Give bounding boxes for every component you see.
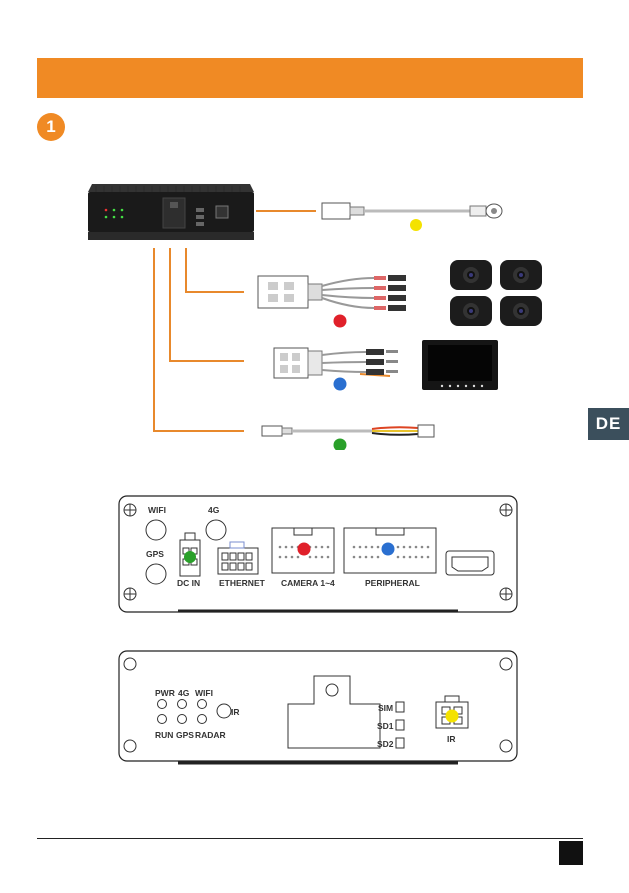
- sd1-label: SD1: [377, 721, 394, 731]
- header-banner: [37, 58, 583, 98]
- status-leds: [157, 699, 232, 724]
- ethernet-port: [217, 541, 259, 575]
- 4g-antenna-port: [205, 519, 227, 541]
- language-tab: DE: [588, 408, 629, 440]
- power-cable: [261, 424, 435, 450]
- red-marker-dot: [333, 314, 347, 328]
- back-panel-drawing: [118, 650, 518, 765]
- camera-units-photo: [450, 260, 542, 326]
- video-output-port: [445, 550, 495, 576]
- footer-rule: [37, 838, 583, 839]
- blue-marker-dot: [333, 377, 347, 391]
- ir-cable: [321, 202, 503, 231]
- ir-port-label: IR: [447, 734, 456, 744]
- green-marker-dot: [333, 438, 347, 450]
- gps-antenna-port: [145, 563, 167, 585]
- yellow-marker-dot: [410, 219, 422, 231]
- peripheral-connector: [343, 527, 437, 574]
- wifi-label: WIFI: [148, 505, 166, 515]
- ethernet-label: ETHERNET: [219, 578, 265, 588]
- 4g-led-label: 4G: [178, 688, 190, 698]
- peripheral-cable: [273, 347, 398, 391]
- dvr-device-photo: [88, 184, 254, 240]
- gps-label: GPS: [146, 549, 164, 559]
- sd2-label: SD2: [377, 739, 394, 749]
- wifi-led-label: WIFI: [195, 688, 213, 698]
- run-label: RUN: [155, 730, 174, 740]
- ir-led-label: IR: [231, 707, 240, 717]
- peripheral-label: PERIPHERAL: [365, 578, 420, 588]
- wifi-antenna-port: [145, 519, 167, 541]
- camera-connector: [271, 527, 335, 574]
- camera-cable: [257, 275, 406, 328]
- sim-label: SIM: [378, 703, 394, 713]
- ir-port: [435, 695, 469, 729]
- step-number-badge: 1: [37, 113, 65, 141]
- card-slots: [395, 701, 405, 749]
- page-number-box: [559, 841, 583, 865]
- lock-plate: [287, 675, 381, 749]
- dc-in-label: DC IN: [177, 578, 201, 588]
- pwr-label: PWR: [155, 688, 175, 698]
- monitor-photo: [422, 340, 498, 390]
- 4g-label: 4G: [208, 505, 220, 515]
- camera-label: CAMERA 1~4: [281, 578, 335, 588]
- front-panel-drawing: [118, 495, 518, 613]
- leader-lines: [153, 210, 316, 432]
- dc-in-port: [179, 532, 201, 577]
- gps-led-label: GPS: [176, 730, 194, 740]
- radar-label: RADAR: [195, 730, 226, 740]
- connection-diagram: [88, 184, 542, 450]
